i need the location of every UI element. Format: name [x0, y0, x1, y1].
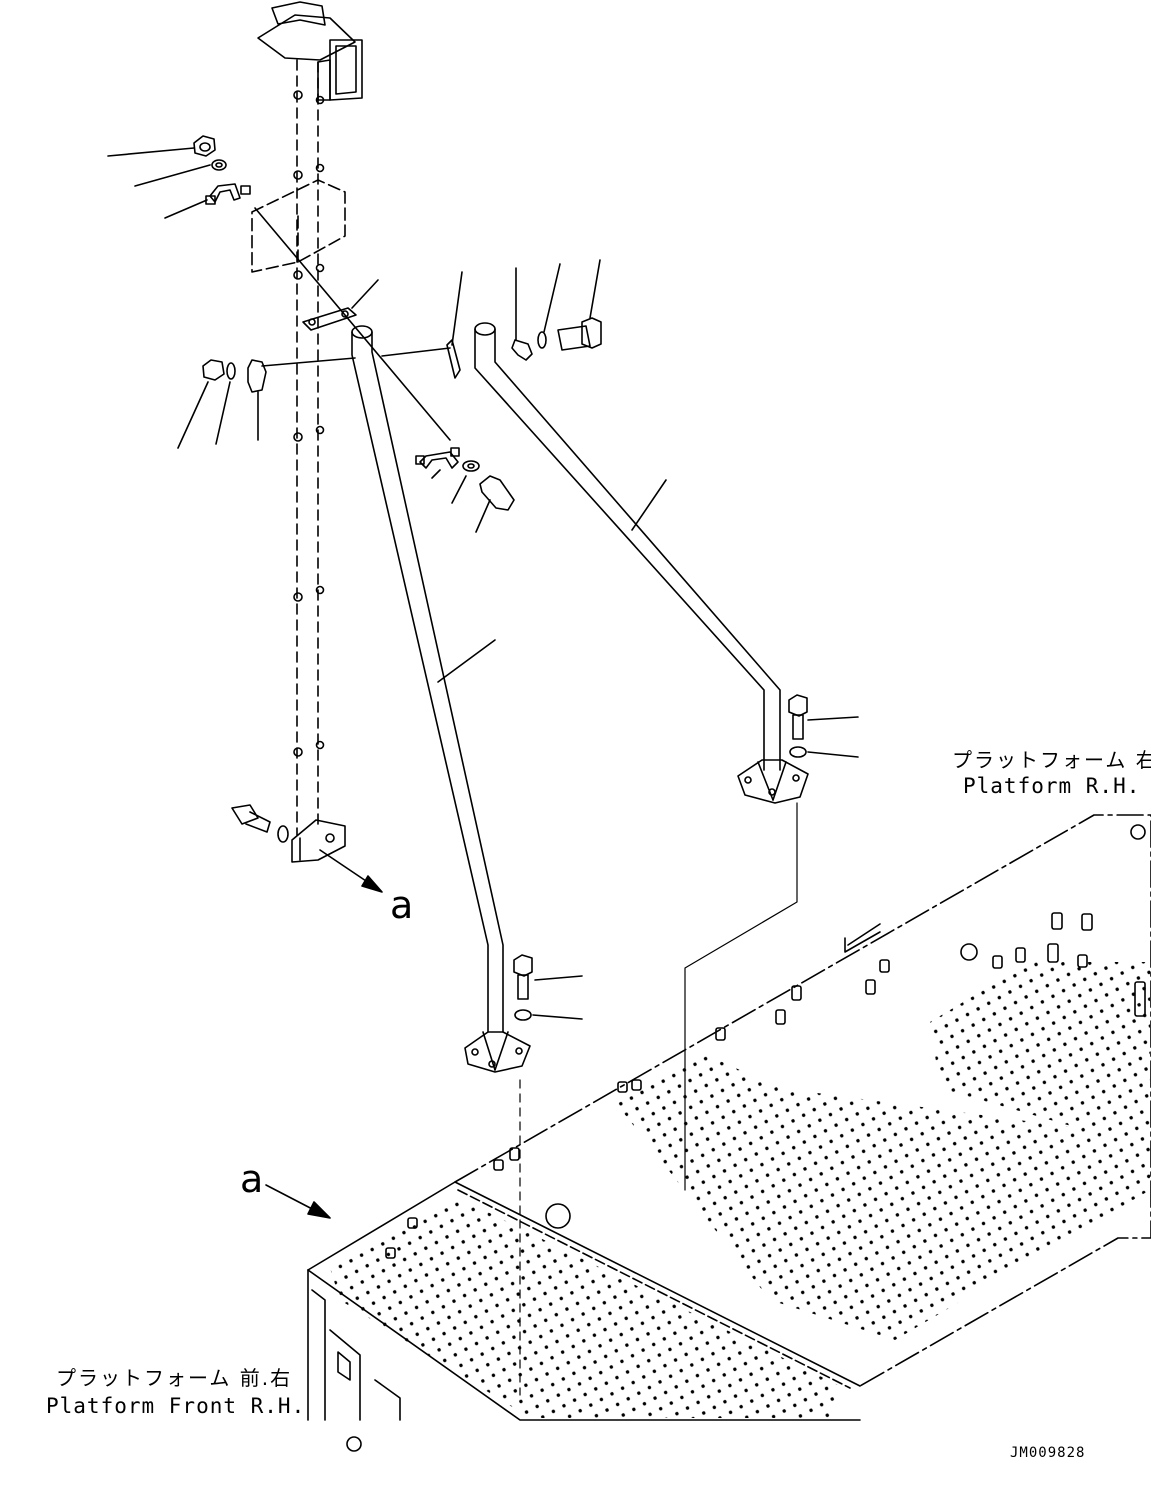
view-marker-a-top: a: [390, 883, 414, 927]
vertical-post: [231, 1, 363, 863]
platform-rh-label-en: Platform R.H.: [963, 774, 1141, 798]
upper-middle-fasteners: [381, 259, 602, 379]
view-marker-a-bottom: a: [240, 1157, 264, 1201]
lower-middle-fasteners: [415, 447, 515, 533]
platform-rh-label-jp: プラットフォーム 右: [952, 748, 1151, 772]
platform-assembly: [307, 814, 1151, 1452]
drawing-code: JM009828: [1010, 1445, 1086, 1461]
platform-front-rh-label-en: Platform Front R.H.: [46, 1394, 306, 1418]
upper-left-fasteners: [107, 135, 451, 441]
platform-bosses: [346, 824, 1146, 1452]
platform-front-rh-label-jp: プラットフォーム 前.右: [56, 1366, 293, 1390]
middle-clamp: [177, 279, 379, 449]
left-handrail: [351, 325, 583, 1073]
right-handrail: [474, 322, 859, 804]
